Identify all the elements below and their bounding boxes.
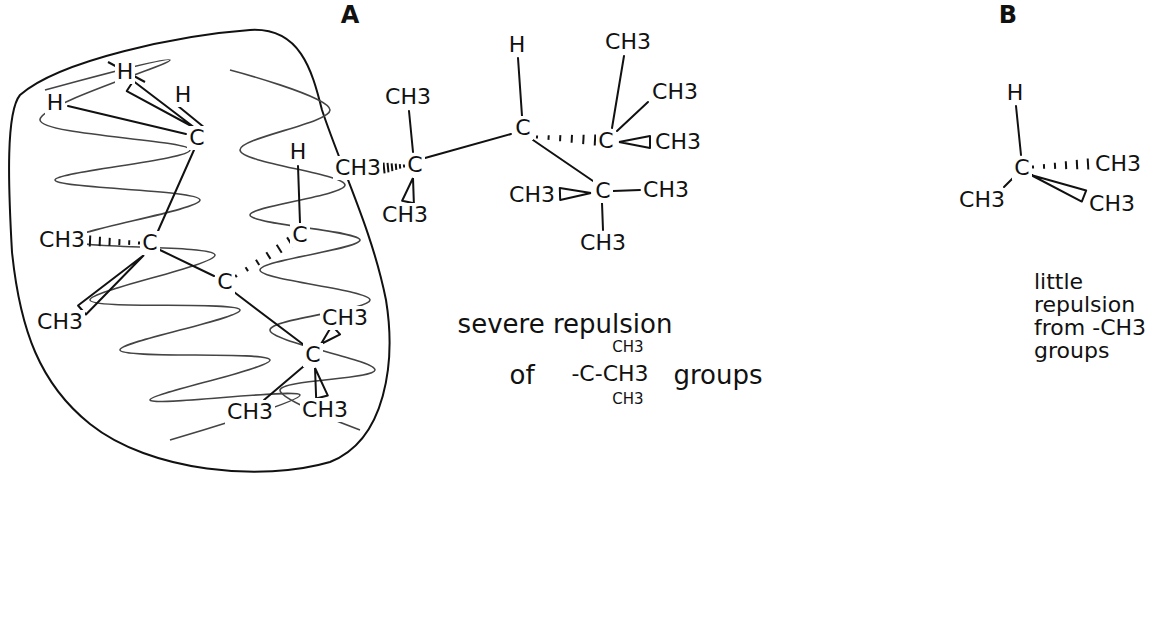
outline	[9, 30, 389, 472]
atom-label: CH3	[603, 30, 653, 53]
scribble	[230, 70, 375, 430]
atom-label: CH3	[37, 228, 87, 251]
hash-bond	[118, 239, 120, 245]
atom-label: C	[513, 116, 532, 139]
bond-line	[617, 102, 648, 131]
atom-label: C	[303, 343, 322, 366]
atom-label: C	[596, 129, 615, 152]
hash-bond	[1087, 159, 1090, 170]
atom-label: CH3	[320, 306, 370, 329]
bond-line	[68, 106, 186, 134]
atom-label: CH3	[35, 310, 85, 333]
hash-bond	[128, 240, 130, 245]
bond-line	[158, 150, 194, 231]
note-text: CH3	[610, 340, 645, 356]
atom-label: CH3	[1093, 152, 1143, 175]
bond-line	[612, 56, 624, 128]
atom-label: H	[507, 33, 528, 56]
hash-bond	[246, 267, 248, 271]
hash-bond	[266, 252, 270, 259]
wedge-bond	[619, 136, 650, 148]
bond-line	[518, 58, 522, 116]
atom-label: CH3	[957, 188, 1007, 211]
bond-line	[298, 166, 300, 223]
hash-bond	[395, 164, 398, 170]
note-text: little repulsion from -CH3 groups	[1032, 270, 1160, 362]
atom-label: CH3	[653, 130, 703, 153]
note-text: severe repulsion	[456, 311, 675, 338]
hash-bond	[571, 135, 573, 143]
hash-bond	[559, 135, 561, 141]
atom-label: H	[1005, 81, 1026, 104]
bond-line	[425, 134, 511, 158]
bond-line	[160, 250, 214, 276]
wedge-bond	[315, 368, 328, 398]
atom-label: CH3	[300, 398, 350, 421]
panel-letter: A	[339, 3, 362, 28]
hash-bond	[391, 163, 394, 171]
atom-label: CH3	[641, 178, 691, 201]
atom-label: H	[115, 60, 136, 83]
atom-label: H	[173, 83, 194, 106]
bond-line	[602, 203, 603, 230]
atom-label: CH3	[225, 400, 275, 423]
bond-line	[409, 111, 413, 152]
hash-bond	[1043, 164, 1045, 169]
atom-label: C	[215, 270, 234, 293]
note-text: groups	[671, 362, 764, 389]
hash-bond	[399, 164, 401, 169]
bond-line	[234, 292, 304, 345]
hash-bond	[108, 238, 110, 246]
atom-label: CH3	[650, 80, 700, 103]
bond-line	[613, 190, 640, 191]
bond-line	[1016, 106, 1021, 155]
atom-label: C	[290, 223, 309, 246]
bond-line	[178, 106, 205, 128]
hash-bond	[235, 275, 237, 278]
atom-label: C	[593, 179, 612, 202]
wedge-bond	[560, 188, 591, 200]
atom-label: CH3	[333, 156, 383, 179]
hash-bond	[99, 237, 101, 246]
hash-bond	[536, 136, 538, 139]
panel-letter: B	[997, 3, 1019, 28]
hash-bond	[1076, 160, 1079, 169]
atom-label: CH3	[380, 203, 430, 226]
atom-label: CH3	[507, 183, 557, 206]
bond-line	[533, 140, 593, 181]
wedge-bond	[402, 178, 414, 203]
wedge-bond	[1031, 175, 1086, 202]
atom-label: H	[45, 91, 66, 114]
sketch-region: HHHCHCCH3CCH3CCH3CCH3CH3	[4, 20, 396, 486]
hash-bond	[387, 163, 390, 172]
atom-label: C	[187, 126, 206, 149]
hash-bond	[383, 163, 384, 174]
bond-line	[264, 366, 304, 400]
note-text: CH3	[610, 392, 645, 408]
wedge-bond	[127, 81, 195, 128]
hash-bond	[256, 260, 259, 265]
atom-label: C	[1012, 156, 1031, 179]
atom-label: CH3	[383, 85, 433, 108]
hash-bond	[277, 245, 282, 253]
atom-label: C	[405, 153, 424, 176]
hash-bond	[89, 236, 91, 247]
hash-bond	[547, 135, 549, 140]
hash-bond	[1065, 161, 1067, 169]
note-text: -C-CH3	[569, 362, 650, 385]
atom-label: C	[140, 231, 159, 254]
note-text: of	[507, 362, 536, 389]
hash-bond	[582, 135, 584, 144]
wedge-bond	[78, 255, 144, 314]
atom-label: CH3	[1087, 192, 1137, 215]
structure-b	[1004, 106, 1088, 202]
hash-bond	[1054, 163, 1056, 169]
atom-label: H	[288, 140, 309, 163]
hash-bond	[1032, 166, 1034, 169]
atom-label: CH3	[578, 231, 628, 254]
